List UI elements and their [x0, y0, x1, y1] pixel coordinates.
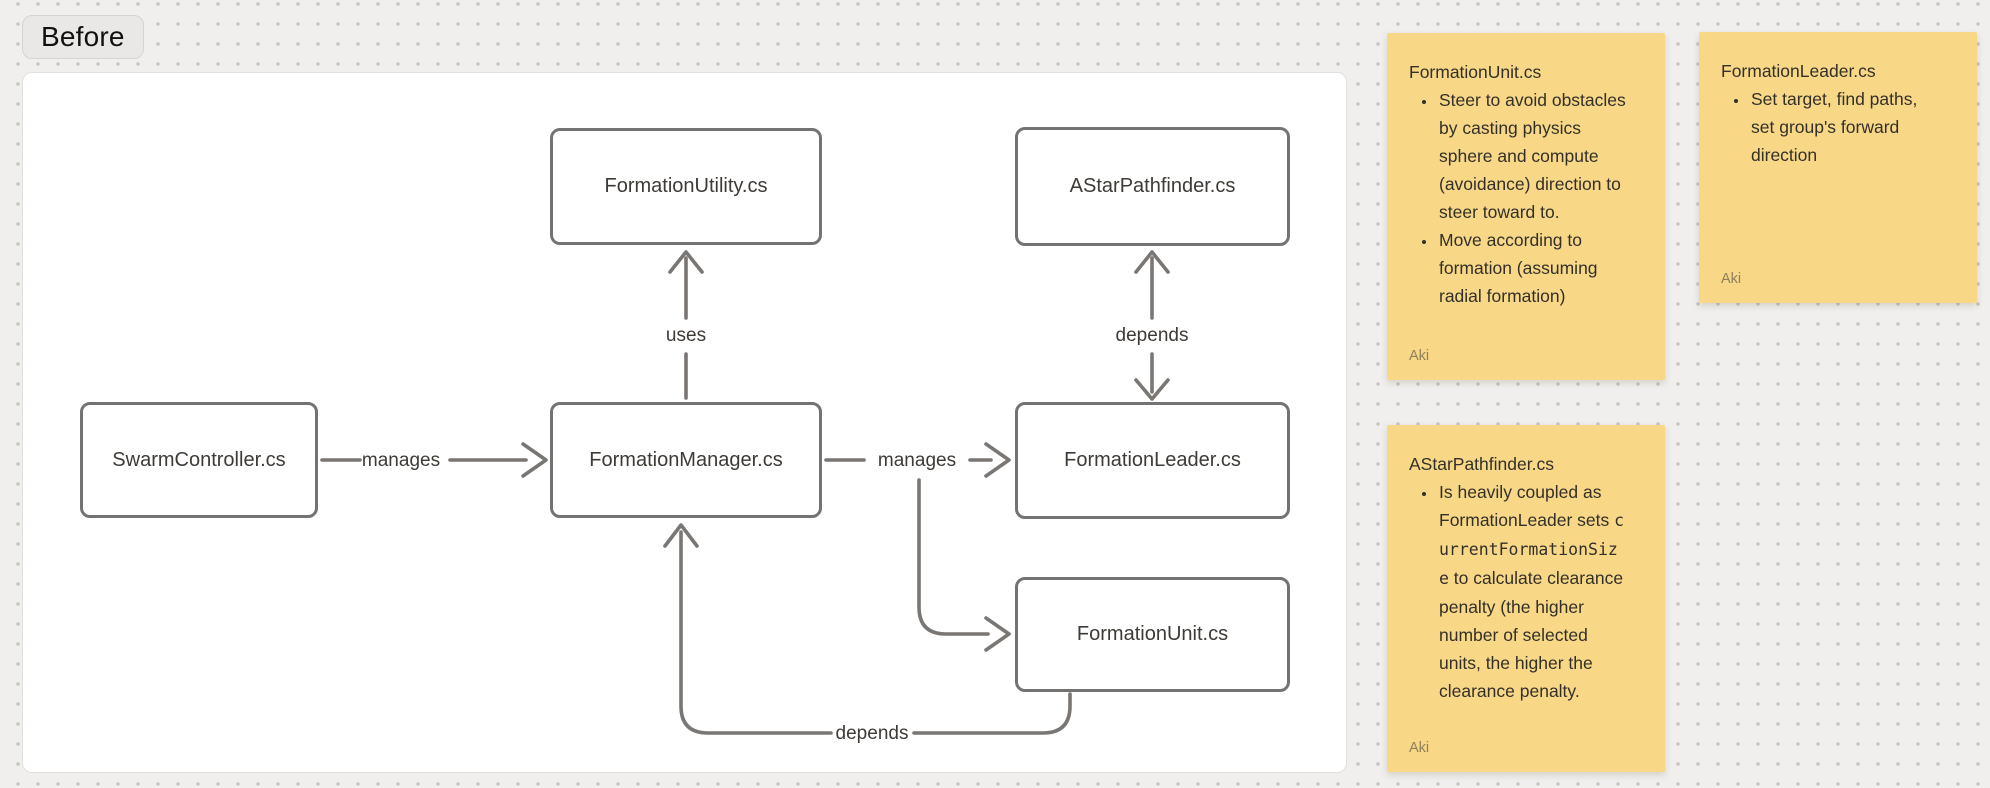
code-token: currentFormationSize [1439, 511, 1625, 588]
node-label: FormationManager.cs [589, 448, 783, 471]
node-formationutility[interactable]: FormationUtility.cs [550, 128, 822, 245]
sticky-note-formationunit[interactable]: FormationUnit.cs Steer to avoid obstacle… [1387, 33, 1665, 380]
node-label: FormationUtility.cs [604, 175, 768, 197]
note-bullet: Steer to avoid obstacles by casting phys… [1437, 86, 1627, 226]
note-bullet-list: Steer to avoid obstacles by casting phys… [1409, 86, 1627, 310]
section-title-chip[interactable]: Before [22, 15, 144, 59]
edge-label-depends-bottom[interactable]: depends [835, 723, 909, 744]
edge-label-uses[interactable]: uses [665, 325, 707, 346]
sticky-note-astarpathfinder[interactable]: AStarPathfinder.cs Is heavily coupled as… [1387, 425, 1665, 772]
connector-manager-to-unit[interactable] [917, 478, 1011, 652]
connector-unit-to-manager-depends[interactable] [663, 523, 1072, 735]
node-label: FormationUnit.cs [1076, 623, 1229, 645]
node-formationleader[interactable]: FormationLeader.cs [1015, 402, 1290, 519]
note-title: FormationUnit.cs [1409, 62, 1542, 82]
connector-manager-to-utility[interactable] [668, 250, 704, 400]
node-formationmanager[interactable]: FormationManager.cs [550, 402, 822, 518]
node-label: FormationLeader.cs [1064, 449, 1241, 471]
note-author: Aki [1409, 740, 1430, 756]
connector-manager-to-leader[interactable] [824, 442, 1011, 478]
section-title: Before [41, 21, 125, 52]
connector-swarm-to-manager[interactable] [320, 442, 548, 478]
node-formationunit[interactable]: FormationUnit.cs [1015, 577, 1290, 692]
edge-label-manages-left[interactable]: manages [361, 450, 441, 471]
note-bullet-list: Set target, find paths, set group's forw… [1721, 85, 1939, 169]
note-title: AStarPathfinder.cs [1409, 454, 1554, 474]
node-label: AStarPathfinder.cs [1069, 175, 1236, 197]
sticky-note-formationleader[interactable]: FormationLeader.cs Set target, find path… [1699, 32, 1977, 303]
connector-leader-to-astar[interactable] [1134, 250, 1170, 401]
note-title: FormationLeader.cs [1721, 61, 1876, 81]
note-bullet: Move according to formation (assuming ra… [1437, 226, 1627, 310]
edge-label-manages-right[interactable]: manages [877, 450, 957, 471]
note-bullet: Set target, find paths, set group's forw… [1749, 85, 1939, 169]
edge-label-depends-top[interactable]: depends [1115, 325, 1189, 346]
node-swarmcontroller[interactable]: SwarmController.cs [80, 402, 318, 518]
note-author: Aki [1409, 348, 1430, 364]
note-bullet: Is heavily coupled as FormationLeader se… [1437, 478, 1627, 705]
node-label: SwarmController.cs [112, 448, 286, 471]
note-author: Aki [1721, 271, 1742, 287]
node-astarpathfinder[interactable]: AStarPathfinder.cs [1015, 127, 1290, 246]
note-bullet-list: Is heavily coupled as FormationLeader se… [1409, 478, 1627, 705]
